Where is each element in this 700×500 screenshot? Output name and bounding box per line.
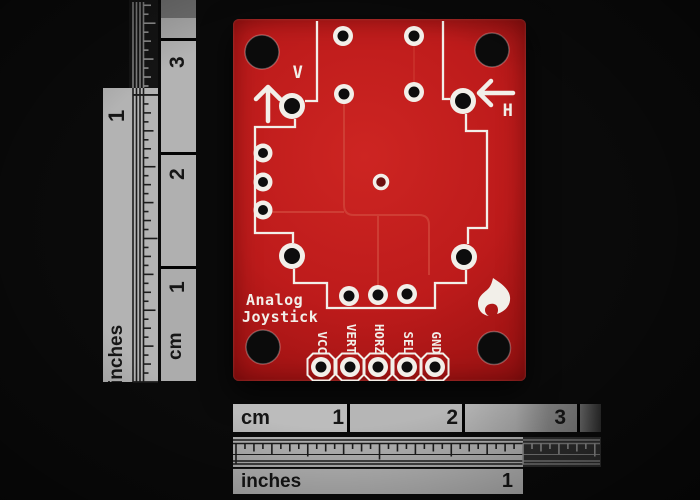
up-arrow-icon <box>253 84 283 124</box>
horizontal-cm-block-4 <box>580 404 601 432</box>
header-pin-hole <box>429 361 441 373</box>
plated-hole <box>284 98 300 114</box>
header-pin-hole <box>401 361 413 373</box>
horizontal-inch-number: 1 <box>501 470 513 492</box>
pcb-board: Analog Joystick V H VCC VERT HORZ SEL GN… <box>233 19 526 381</box>
header-pin-hole <box>344 361 356 373</box>
pin-hole <box>258 205 268 215</box>
horizontal-cm-block-2: 2 <box>350 404 462 432</box>
pcb-title-line1: Analog <box>246 291 304 309</box>
pin-hole <box>337 30 349 42</box>
plated-hole <box>456 249 472 265</box>
plated-hole <box>455 93 471 109</box>
vertical-ruler-cm-number-3: 3 <box>166 56 189 68</box>
horizontal-inch-ruler-label-row: inches 1 <box>233 468 523 494</box>
pcb-title-line2: Joystick <box>242 308 319 326</box>
vertical-ruler-cm-number-1: 1 <box>166 281 189 293</box>
horizontal-cm-block-3: 3 <box>465 404 577 432</box>
vertical-inch-ruler-ticks <box>132 2 158 383</box>
mounting-hole <box>474 32 510 68</box>
cm-segment <box>161 18 196 38</box>
pin-hole <box>338 88 350 100</box>
horizontal-cm-label: cm <box>241 406 270 429</box>
center-via-hole <box>372 173 390 191</box>
horizontal-cm-number-2: 2 <box>446 406 458 429</box>
vertical-ruler-inches-label: inches <box>106 324 127 382</box>
pin-hole <box>258 177 268 187</box>
horizontal-cm-block-1: cm 1 <box>233 404 347 432</box>
pin-label-gnd: GND <box>429 331 444 354</box>
silkscreen-line <box>464 114 489 244</box>
vertical-axis-label: V <box>292 63 304 83</box>
pin-label-horz: HORZ <box>372 323 387 354</box>
horizontal-cm-number-1: 1 <box>332 406 344 429</box>
vertical-cm-ruler: 3 2 1 cm <box>161 0 196 381</box>
horizontal-inch-ruler-ticks <box>233 439 600 465</box>
mounting-hole <box>245 329 281 365</box>
pin-hole <box>401 288 413 300</box>
pin-hole <box>408 86 420 98</box>
mounting-hole <box>476 330 512 366</box>
sparkfun-flame-icon <box>478 278 511 316</box>
silkscreen-line <box>305 21 319 103</box>
pin-hole <box>372 289 384 301</box>
horizontal-inches-label: inches <box>241 470 302 492</box>
vertical-ruler-inch-number: 1 <box>104 109 129 122</box>
pin-hole <box>408 30 420 42</box>
silkscreen-line <box>441 21 450 101</box>
pin-label-vcc: VCC <box>315 331 330 354</box>
header-pin-hole <box>372 361 384 373</box>
header-pin-hole <box>315 361 327 373</box>
pin-hole <box>343 290 355 302</box>
pin-label-sel: SEL <box>401 331 416 354</box>
cm-segment-shadow <box>161 0 196 18</box>
pin-label-vert: VERT <box>344 323 359 354</box>
vertical-ruler-cm-label: cm <box>165 332 186 360</box>
horizontal-cm-number-3: 3 <box>554 406 566 429</box>
pin-hole <box>258 148 268 158</box>
mounting-hole <box>244 34 280 70</box>
vertical-ruler-cm-number-2: 2 <box>166 168 189 180</box>
plated-hole <box>284 248 300 264</box>
horizontal-axis-label: H <box>502 101 514 121</box>
